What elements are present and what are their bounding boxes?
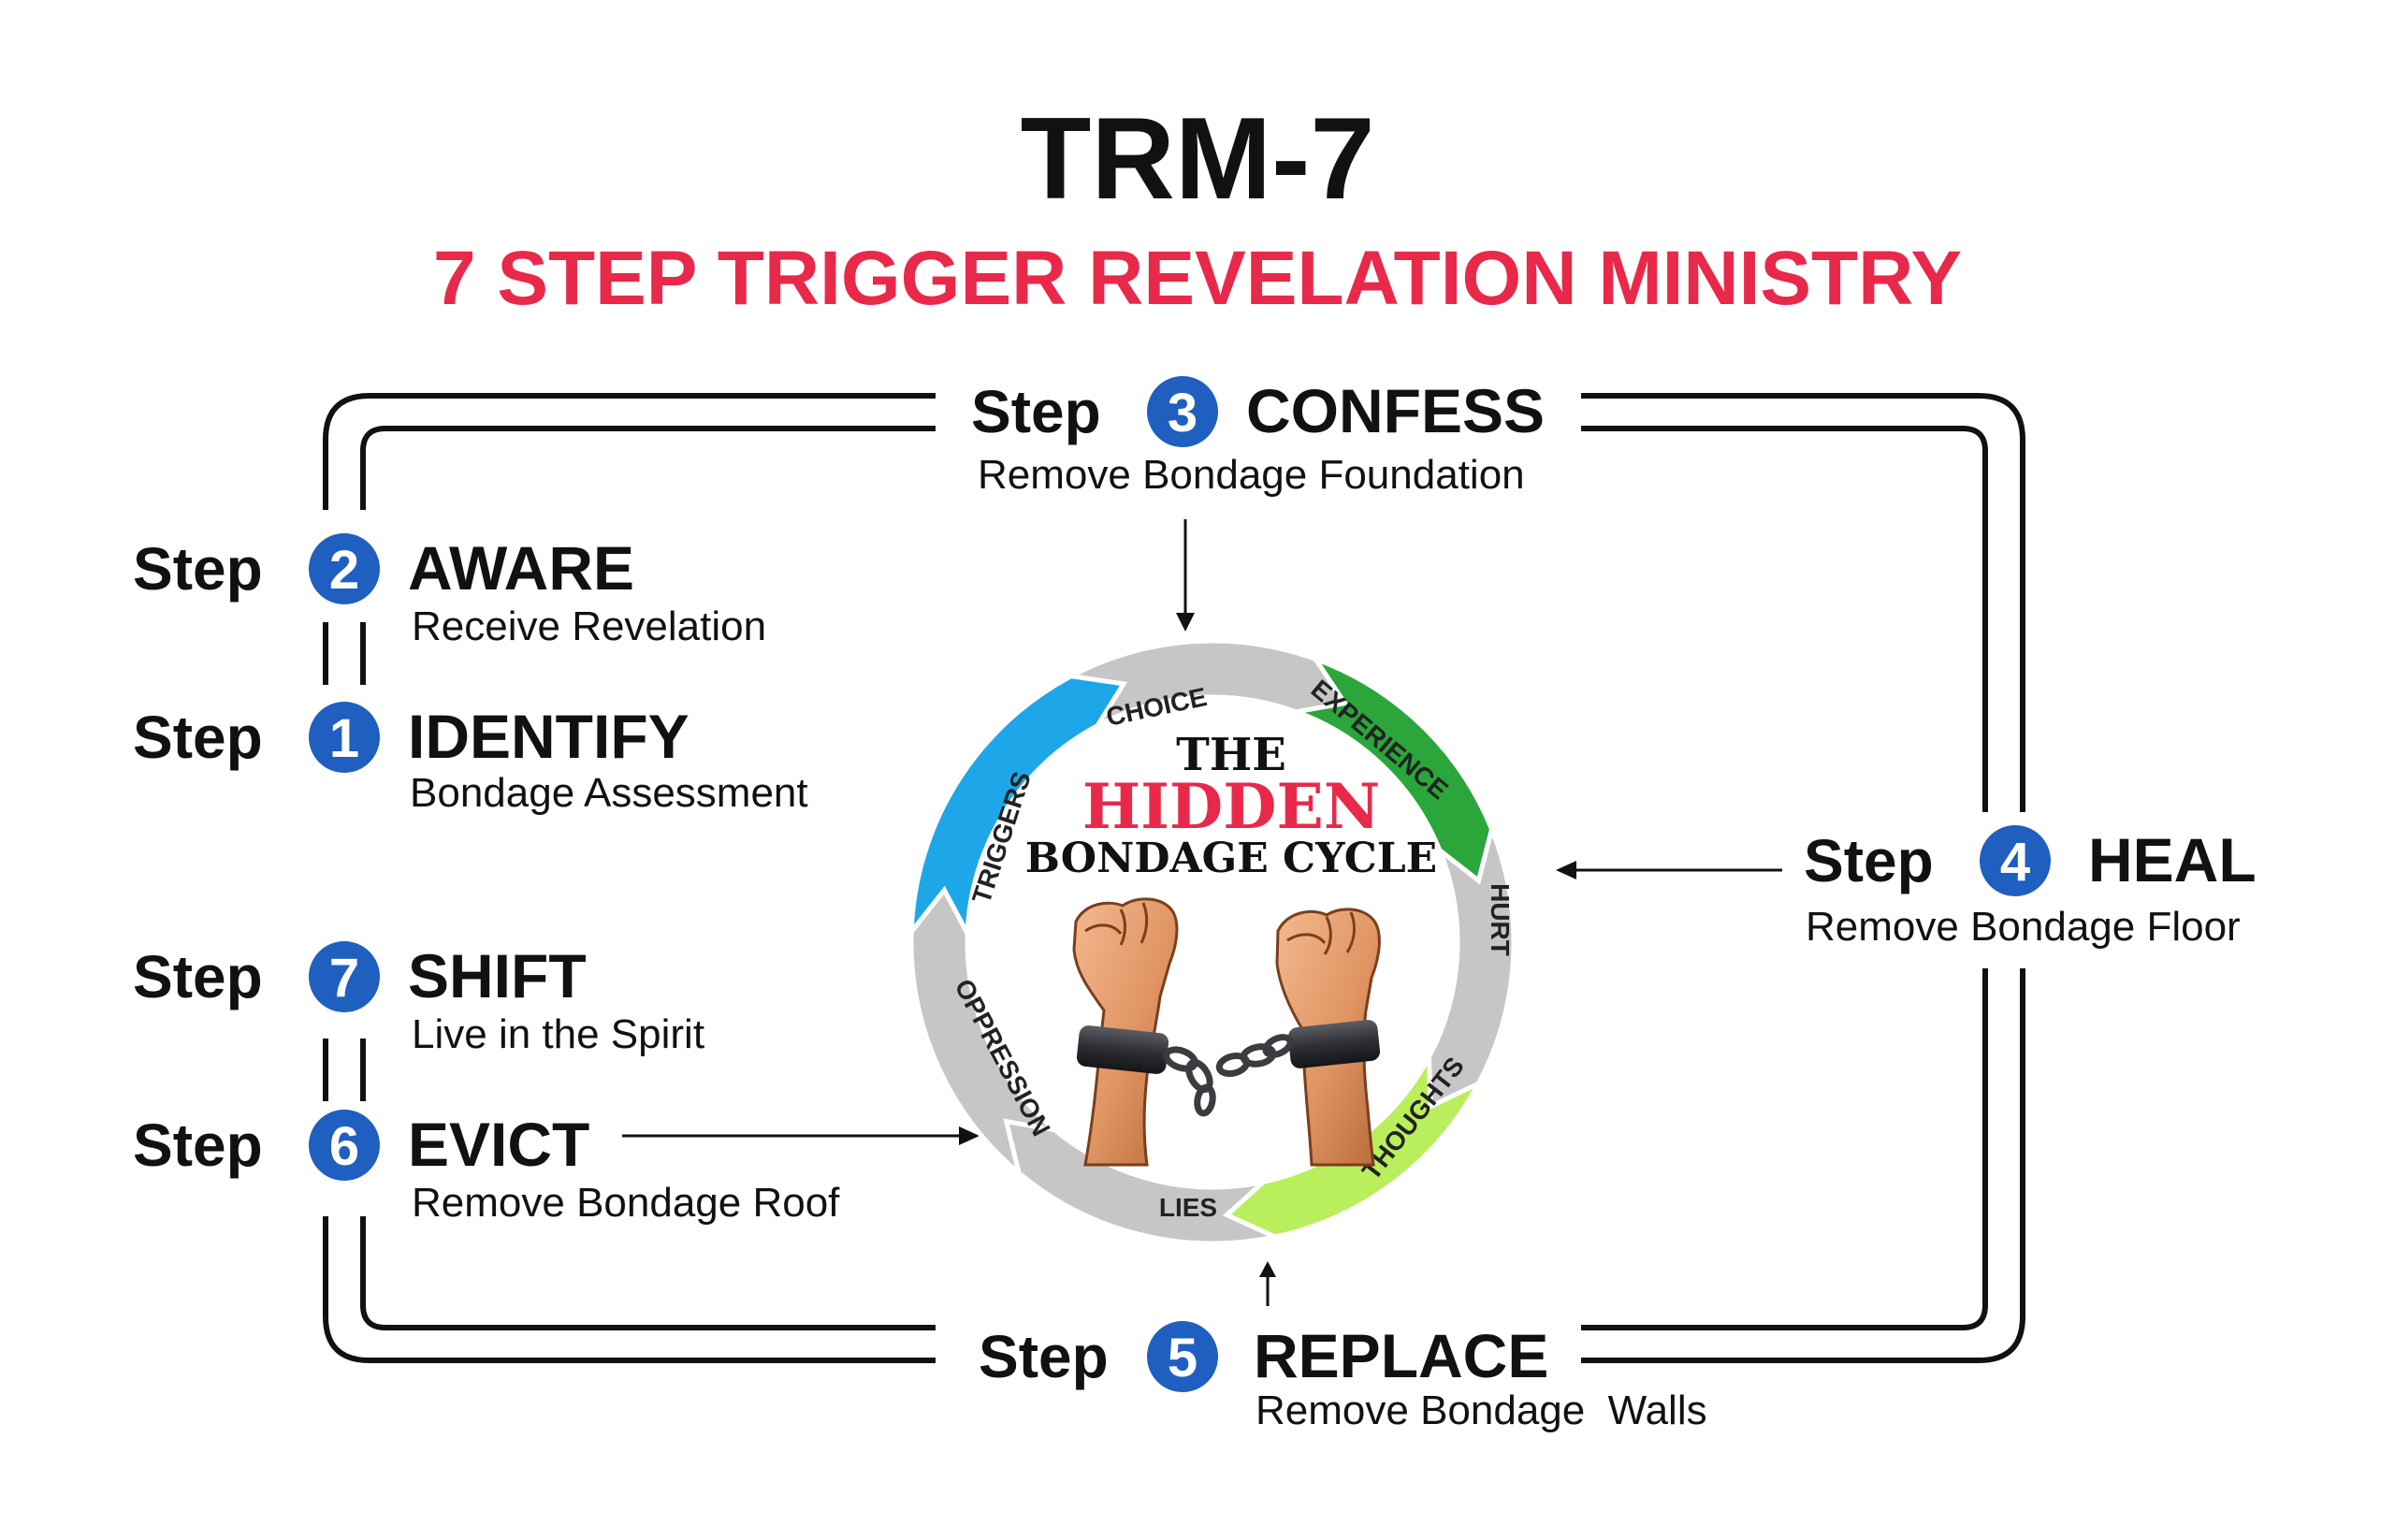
step-1-description: Bondage Assessment	[410, 770, 808, 816]
cycle-frame-inner	[360, 426, 1988, 1330]
frame-outer-bottom-left	[323, 1216, 936, 1363]
step-5-description: Remove Bondage Walls	[1256, 1387, 1707, 1433]
frame-outer-bottom-right	[1581, 968, 2025, 1363]
frame-inner-bottom-right	[1581, 968, 1988, 1330]
chain-link	[1194, 1083, 1216, 1117]
chain-link	[1163, 1046, 1198, 1072]
arrow-step5-to-cycle	[1259, 1261, 1276, 1306]
stage-label-lies: LIES	[1159, 1193, 1217, 1222]
step-6-name: EVICT	[408, 1110, 589, 1179]
step-7-description: Live in the Spirit	[412, 1011, 704, 1057]
step-7-name: SHIFT	[408, 941, 587, 1010]
step-7: Step 7 SHIFT Live in the Spirit	[133, 941, 704, 1057]
cycle-title-hidden: HIDDEN	[1082, 770, 1380, 843]
step-3-name: CONFESS	[1246, 376, 1545, 445]
step-1-number: 1	[329, 708, 359, 769]
step-3-number: 3	[1168, 383, 1198, 443]
step-6-badge	[309, 1110, 380, 1181]
step-4-badge	[1980, 825, 2051, 896]
step-2-description: Receive Revelation	[412, 603, 766, 649]
arrow-step6-to-cycle	[622, 1126, 980, 1145]
page-subtitle: 7 STEP TRIGGER REVELATION MINISTRY	[433, 236, 1962, 321]
ring-segment-triggers	[908, 674, 1128, 943]
left-fist-knuckles	[1084, 902, 1149, 946]
step-6: Step 6 EVICT Remove Bondage Roof	[133, 1110, 840, 1226]
arrows	[622, 519, 1782, 1306]
step-7-badge	[309, 941, 380, 1012]
frame-outer-top-left	[323, 393, 936, 510]
step-4-description: Remove Bondage Floor	[1806, 904, 2241, 950]
cycle-frame	[323, 393, 2025, 1363]
step-4: Step 4 HEAL Remove Bondage Floor	[1804, 825, 2257, 950]
step-5: Step 5 REPLACE Remove Bondage Walls	[979, 1321, 1707, 1433]
step-4-word: Step	[1804, 827, 1934, 894]
step-2-badge	[309, 533, 380, 604]
step-7-word: Step	[133, 943, 263, 1010]
step-5-word: Step	[979, 1323, 1109, 1390]
step-7-number: 7	[329, 948, 359, 1009]
step-1-name: IDENTIFY	[408, 702, 689, 771]
step-1-word: Step	[133, 704, 263, 771]
step-5-badge	[1147, 1321, 1218, 1392]
step-1-badge	[309, 702, 380, 773]
right-cuff	[1287, 1020, 1381, 1068]
step-6-number: 6	[329, 1116, 359, 1177]
frame-inner-bottom-left	[360, 1216, 936, 1330]
frame-inner-top-left	[360, 426, 936, 510]
step-6-word: Step	[133, 1111, 263, 1179]
step-1: Step 1 IDENTIFY Bondage Assessment	[133, 702, 808, 816]
right-fist-knuckles	[1286, 911, 1356, 955]
chain-link	[1262, 1034, 1294, 1058]
left-cuff	[1076, 1025, 1169, 1074]
step-2: Step 2 AWARE Receive Revelation	[133, 533, 766, 649]
step-5-name: REPLACE	[1254, 1321, 1548, 1390]
step-5-number: 5	[1168, 1328, 1198, 1388]
cycle-title-the: THE	[1176, 729, 1286, 781]
arrow-step4-to-cycle	[1556, 861, 1782, 879]
frame-outer-top-right	[1581, 393, 2025, 812]
step-3-description: Remove Bondage Foundation	[978, 452, 1525, 498]
step-3-word: Step	[971, 378, 1101, 445]
broken-chains-fists-illustration	[1072, 897, 1381, 1167]
bondage-cycle: CHOICE EXPERIENCE HURT THOUGHTS LIES OPP…	[908, 638, 1517, 1246]
step-4-number: 4	[2000, 832, 2030, 893]
broken-chain	[1163, 1034, 1294, 1117]
step-4-name: HEAL	[2088, 825, 2257, 894]
page-title: TRM-7	[1021, 94, 1375, 224]
step-2-word: Step	[133, 535, 263, 603]
step-3-badge	[1147, 376, 1218, 447]
step-2-name: AWARE	[408, 533, 634, 603]
cycle-title-bondage-cycle: BONDAGE CYCLE	[1025, 835, 1437, 882]
step-6-description: Remove Bondage Roof	[412, 1180, 840, 1226]
arrow-step3-to-cycle	[1176, 519, 1195, 632]
step-3: Step 3 CONFESS Remove Bondage Foundation	[971, 376, 1545, 498]
stage-label-hurt: HURT	[1486, 883, 1515, 956]
step-2-number: 2	[329, 540, 359, 601]
frame-inner-top-right	[1581, 426, 1988, 812]
